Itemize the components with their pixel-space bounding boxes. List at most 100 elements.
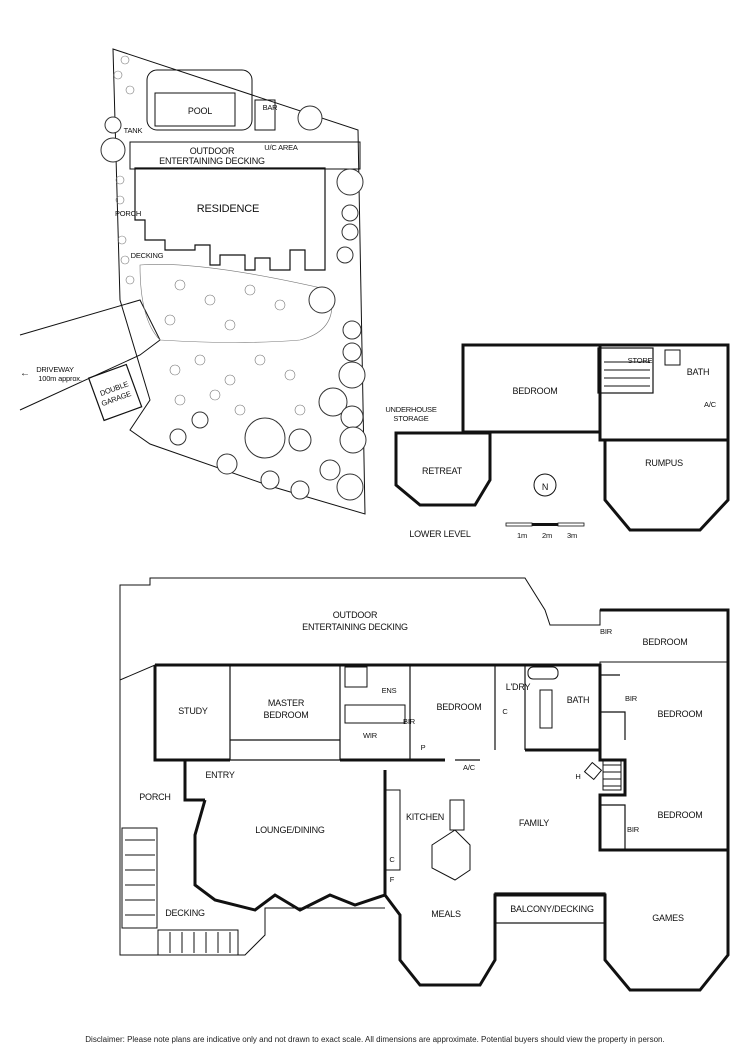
site-plan: POOL BAR TANK OUTDOOR ENTERTAINING DECKI… <box>19 48 367 515</box>
main-ac-label: A/C <box>463 763 476 772</box>
driveway-note: 100m approx. <box>38 374 82 383</box>
east-stair-treads <box>603 764 621 787</box>
front-stair-treads <box>169 932 231 953</box>
west-wall <box>153 665 205 802</box>
kitchen-island <box>431 829 471 881</box>
balcony-decking-label: BALCONY/DECKING <box>510 904 594 914</box>
family-label: FAMILY <box>519 818 549 828</box>
main-deck-label-2: ENTERTAINING DECKING <box>302 622 408 632</box>
rumpus-walls <box>598 432 730 532</box>
site-pool-label: POOL <box>188 106 212 116</box>
main-deck-label-1: OUTDOOR <box>333 610 378 620</box>
scale-bar <box>505 522 585 527</box>
lower-store-label: STORE <box>628 356 653 365</box>
driveway-path <box>19 299 161 411</box>
lower-bath-label: BATH <box>687 367 710 377</box>
site-deck-label-1: OUTDOOR <box>190 146 235 156</box>
main-bedroom-2-label: BEDROOM <box>436 702 481 712</box>
compass-north-icon: N <box>542 482 548 492</box>
east-stairs <box>602 759 622 791</box>
site-porch-label: PORCH <box>115 209 141 218</box>
bedroom-5-label: BEDROOM <box>657 810 702 820</box>
compass <box>533 473 557 497</box>
east-bedroom-wing <box>600 608 730 850</box>
site-residence-label: RESIDENCE <box>197 203 259 215</box>
decking-label: DECKING <box>165 908 205 918</box>
tree-cluster <box>100 105 367 501</box>
driveway-label: DRIVEWAY <box>36 365 74 374</box>
main-north-wall <box>155 663 728 852</box>
scale-3m: 3m <box>567 531 577 540</box>
garden-bed <box>139 263 333 343</box>
entry-label: ENTRY <box>205 770 235 780</box>
kitchen-bench <box>384 789 401 871</box>
heater-label: H <box>575 772 580 781</box>
wir-label: WIR <box>363 731 378 740</box>
garage <box>87 363 143 422</box>
bir-label-1: BIR <box>403 717 416 726</box>
kitchen-label: KITCHEN <box>406 812 444 822</box>
bir-label-2: BIR <box>600 627 613 636</box>
bedroom-4-label: BEDROOM <box>657 709 702 719</box>
master-bedroom-label-2: BEDROOM <box>263 710 308 720</box>
shower <box>664 349 681 366</box>
bir-label-3: BIR <box>625 694 638 703</box>
pantry-label: P <box>421 743 426 752</box>
scale-1m: 1m <box>517 531 527 540</box>
porch-label: PORCH <box>139 792 171 802</box>
heater <box>583 761 603 781</box>
bath-tub <box>527 666 559 680</box>
lower-stairs <box>604 361 650 387</box>
bar-structure <box>254 99 276 131</box>
underhouse-label-1: UNDERHOUSE <box>385 405 437 414</box>
lounge-dining-label: LOUNGE/DINING <box>255 825 325 835</box>
underhouse-label-2: STORAGE <box>393 414 428 423</box>
site-boundary <box>112 48 366 515</box>
bath-vanity <box>539 689 553 729</box>
rumpus-label: RUMPUS <box>645 458 683 468</box>
corridor-walls <box>155 748 600 762</box>
main-level-plan: OUTDOOR ENTERTAINING DECKING STUDY MASTE… <box>119 577 730 992</box>
bir-label-4: BIR <box>627 825 640 834</box>
side-stairs <box>121 827 158 929</box>
site-deck-label-2: ENTERTAINING DECKING <box>159 156 265 166</box>
lower-ac-label: A/C <box>704 400 717 409</box>
porch-decking-outline <box>119 680 385 956</box>
retreat-label: RETREAT <box>422 466 463 476</box>
pool <box>154 92 236 127</box>
stair-area <box>597 347 654 394</box>
driveway-arrow-icon: ← <box>20 368 30 379</box>
fridge-label: F <box>390 875 395 884</box>
meals-label: MEALS <box>431 909 461 919</box>
study-label: STUDY <box>178 706 208 716</box>
retreat-walls <box>394 431 492 507</box>
site-tank-label: TANK <box>124 126 143 135</box>
shrub-cluster <box>113 55 306 416</box>
lower-level-label: LOWER LEVEL <box>409 529 471 539</box>
lower-bedroom-label: BEDROOM <box>512 386 557 396</box>
site-bar-label: BAR <box>263 103 279 112</box>
bir-walls <box>600 674 626 850</box>
site-decking-label: DECKING <box>131 251 164 260</box>
lower-level-plan: BEDROOM STORE BATH A/C UNDERHOUSE STORAG… <box>385 343 730 540</box>
front-stairs <box>157 929 239 956</box>
scale-2m: 2m <box>542 531 552 540</box>
master-bedroom-label-1: MASTER <box>268 698 305 708</box>
lower-service-walls <box>598 343 730 440</box>
pool-area <box>146 69 253 131</box>
ensuite-vanity <box>344 704 406 724</box>
games-label: GAMES <box>652 913 684 923</box>
kitchen-island-sink <box>449 799 465 831</box>
ensuite-label: ENS <box>382 686 397 695</box>
site-deck <box>129 141 361 170</box>
residence-outline <box>134 167 326 271</box>
ensuite-shower <box>344 666 368 688</box>
disclaimer-text: Disclaimer: Please note plans are indica… <box>85 1035 665 1044</box>
main-bath-label: BATH <box>567 695 590 705</box>
laundry-label: L'DRY <box>506 682 531 692</box>
side-stair-treads <box>125 839 155 916</box>
lounge-bay-wall <box>193 770 387 912</box>
balcony <box>494 892 606 924</box>
site-uc-area-label: U/C AREA <box>264 143 298 152</box>
